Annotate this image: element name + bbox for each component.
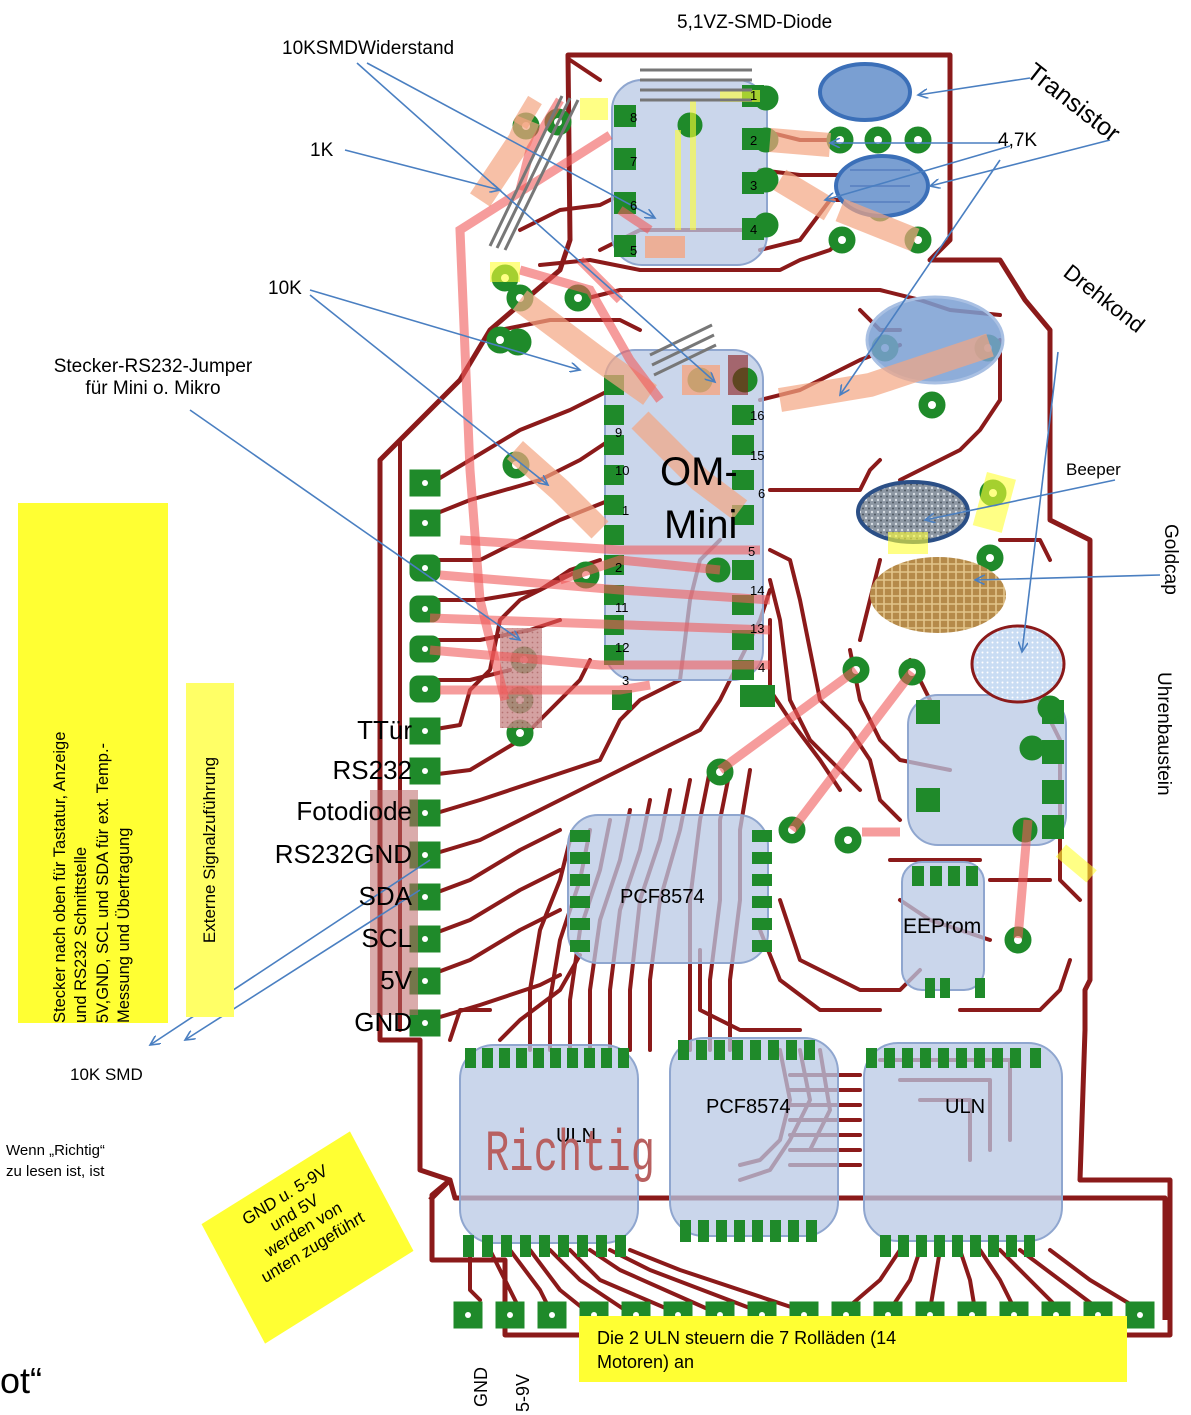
- bottom-gnd-label: GND: [471, 1367, 491, 1407]
- jumper-label-line1: Stecker-RS232-Jumper: [53, 356, 253, 377]
- goldcap-label: Goldcap: [1160, 524, 1181, 595]
- external-signal-area: [370, 790, 418, 1015]
- smd-resistor-small: [645, 236, 685, 258]
- yellow-highlights: [490, 90, 1097, 883]
- cut-off-text: ot“: [0, 1360, 43, 1401]
- pin-label: 1: [750, 88, 757, 103]
- pin-label: 2: [615, 560, 622, 575]
- extern-note: Externe Signalzuführung: [186, 683, 234, 1017]
- 1k-label: 1K: [310, 140, 334, 161]
- pin-label: 6: [630, 198, 637, 213]
- connector-label: TTür: [357, 715, 412, 745]
- pin-label: 5: [748, 544, 755, 559]
- uhrenbaustein-label: Uhrenbaustein: [1153, 672, 1174, 796]
- om-mini-label-2: Mini: [664, 503, 737, 547]
- 10k-label: 10K: [268, 278, 302, 299]
- crystal: [970, 624, 1066, 704]
- resistors: [470, 95, 994, 539]
- smd-diode: [488, 68, 752, 377]
- pin-label: 8: [630, 110, 637, 125]
- connector-label: GND: [354, 1007, 412, 1037]
- uln-note-line: Die 2 ULN steuern die 7 Rolläden (14: [597, 1328, 897, 1348]
- pin-label: 9: [615, 425, 622, 440]
- connector-label: RS232GND: [274, 839, 412, 869]
- jumper-label: Stecker-RS232-Jumper für Mini o. Mikro: [12, 356, 294, 400]
- pin-label: 14: [750, 583, 764, 598]
- goldcap: [870, 557, 1006, 633]
- chips: [459, 79, 1067, 1244]
- pin-label: 1: [622, 503, 629, 518]
- 10k-smd-label: 10K SMD: [70, 1065, 143, 1084]
- extern-note-text: Externe Signalzuführung: [200, 756, 219, 944]
- 4-7k-label: 4,7K: [998, 130, 1038, 151]
- richtig-note-line1: Wenn „Richtig“: [6, 1142, 105, 1159]
- smd-resistor-label: 10KSMDWiderstand: [282, 38, 455, 59]
- pin-label: 7: [630, 154, 637, 169]
- uln-right-label: ULN: [945, 1096, 985, 1118]
- diode-label: 5,1VZ-SMD-Diode: [677, 12, 833, 33]
- pcf8574-upper-label: PCF8574: [620, 886, 705, 908]
- chip-uhrenbaustein: [907, 694, 1067, 846]
- pcf8574-lower-label: PCF8574: [706, 1096, 791, 1118]
- uln-left-label: ULN: [556, 1125, 596, 1147]
- stecker-note-line: und RS232 Schnittstelle: [72, 846, 91, 1023]
- chip-uln-right: [863, 1042, 1063, 1242]
- pin-label: 11: [615, 600, 629, 615]
- om-mini-label-1: OM-: [660, 450, 738, 494]
- pin-label: 3: [750, 178, 757, 193]
- pin-label: 16: [750, 408, 764, 423]
- smd-part: [728, 355, 748, 395]
- chip-pcf8574-lower: [669, 1037, 839, 1237]
- pin-label: 5: [630, 243, 637, 258]
- rs232-jumper: [500, 628, 542, 728]
- stecker-note-line: Stecker nach oben für Tastatur, Anzeige: [51, 731, 70, 1023]
- pin-label: 6: [758, 486, 765, 501]
- connector-label: SDA: [358, 881, 412, 911]
- richtig-marker: Richtig: [485, 1123, 655, 1188]
- connector-label: Fotodiode: [296, 796, 412, 826]
- pin-label: 12: [615, 640, 629, 655]
- pin-label: 10: [615, 463, 629, 478]
- chip-pcf8574-upper: [567, 814, 769, 964]
- stecker-note-line: Messung und Übertragung: [115, 827, 134, 1023]
- stecker-note: Stecker nach oben für Tastatur, Anzeige …: [18, 503, 168, 1023]
- pin-numbers: 8 7 6 5 1 2 3 4 9 10 1 2 11 12 3 16 15 6…: [615, 88, 765, 688]
- bottom-5-9v-label: 5-9V: [513, 1374, 533, 1412]
- drehkond-label: Drehkond: [1059, 259, 1150, 337]
- pin-label: 4: [758, 660, 765, 675]
- connector-label: SCL: [361, 923, 412, 953]
- transistor-1: [818, 62, 912, 122]
- uln-note-line: Motoren) an: [597, 1352, 695, 1373]
- uln-note: Die 2 ULN steuern die 7 Rolläden (14 Mot…: [579, 1316, 1127, 1382]
- stecker-note-line: 5V,GND, SCL und SDA für ext. Temp.-: [94, 742, 112, 1023]
- connector-label: RS232: [332, 755, 413, 785]
- pin-label: 2: [750, 133, 757, 148]
- pin-label: 4: [750, 222, 757, 237]
- beeper-label: Beeper: [1066, 460, 1121, 479]
- richtig-note-line2: zu lesen ist, ist: [6, 1163, 105, 1180]
- pin-label: 3: [622, 673, 629, 688]
- eeprom-label: EEProm: [903, 915, 981, 938]
- jumper-label-line2: für Mini o. Mikro: [85, 377, 221, 399]
- connector-label: 5V: [380, 965, 412, 995]
- pin-label: 13: [750, 621, 764, 636]
- pin-label: 15: [750, 448, 764, 463]
